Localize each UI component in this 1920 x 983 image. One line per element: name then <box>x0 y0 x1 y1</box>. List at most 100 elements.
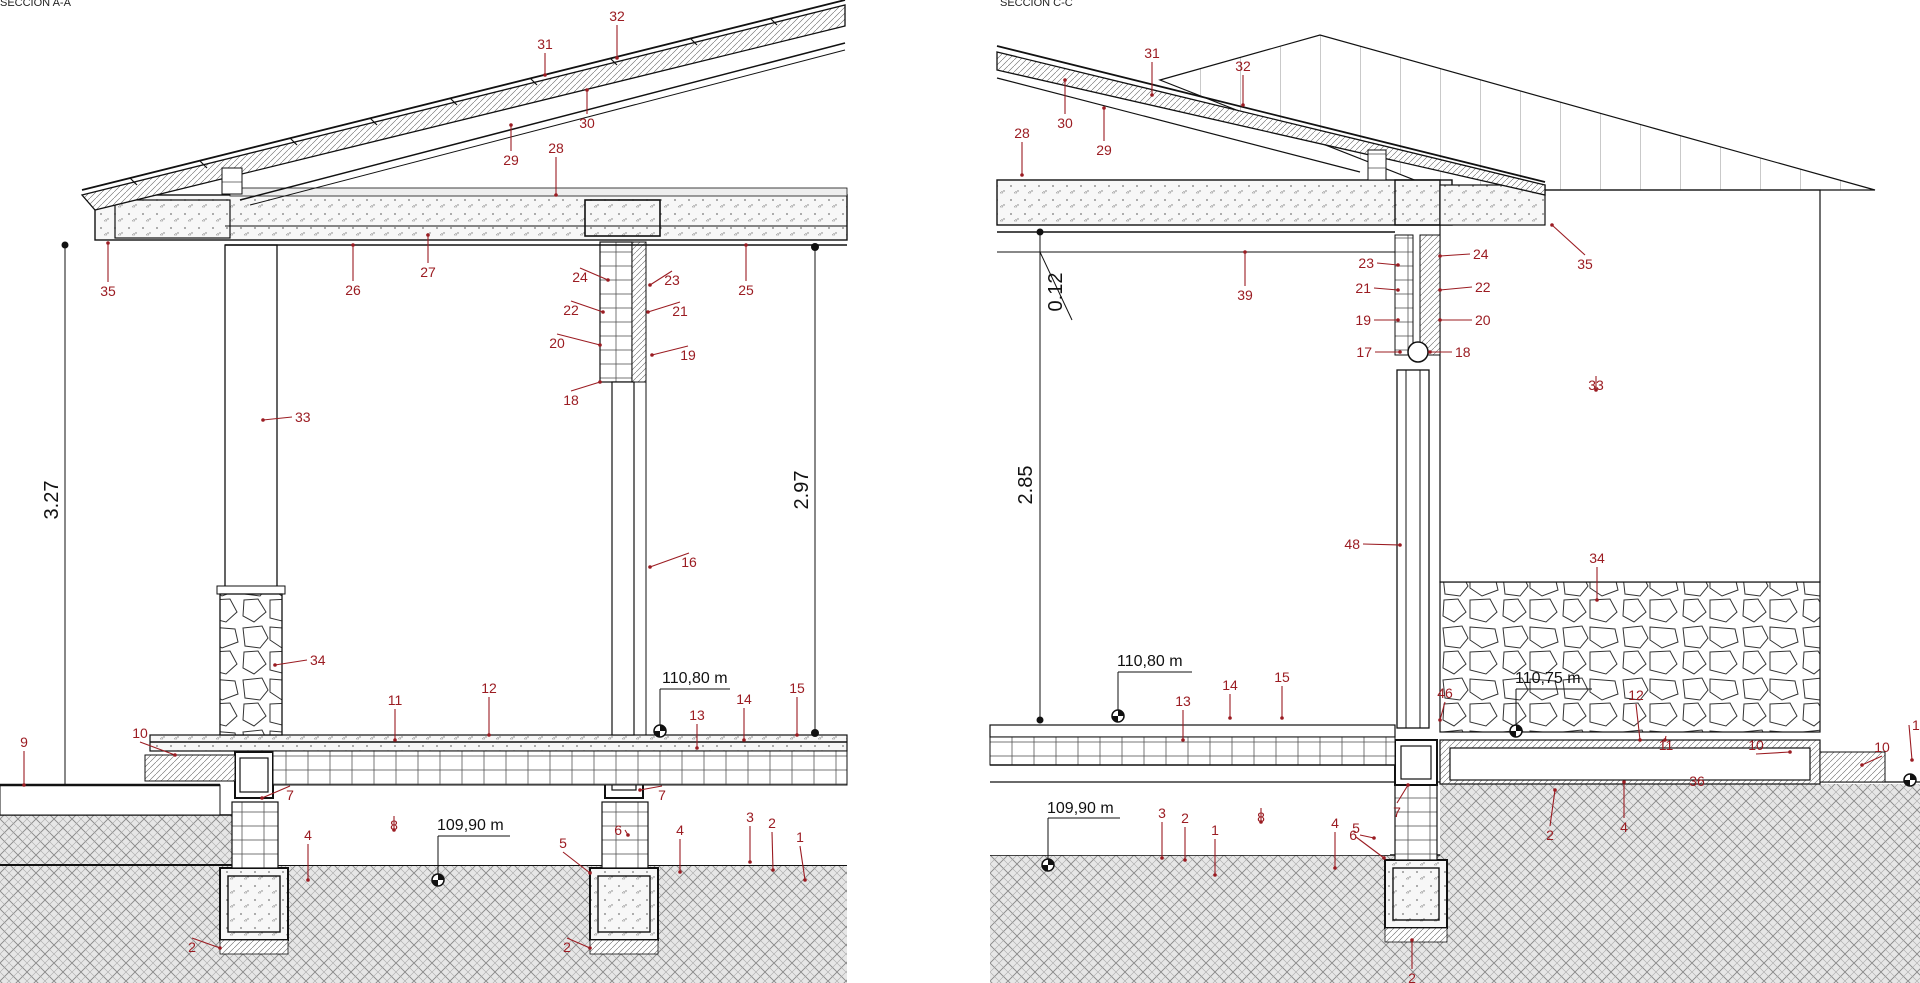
stone-wall-c <box>1439 581 1821 733</box>
level-marker-ground-c: 109,90 m <box>1047 800 1114 817</box>
callout-dot <box>1860 763 1864 767</box>
callout-dot <box>1228 716 1232 720</box>
step-curb <box>144 754 236 782</box>
callout-label: 32 <box>609 8 625 24</box>
floor-slab <box>149 734 848 752</box>
callout-label: 14 <box>736 691 752 707</box>
callout-dot <box>1398 543 1402 547</box>
section-c-title: SECCIÓN C-C <box>1000 0 1073 9</box>
callout-label: 34 <box>1589 550 1605 566</box>
callout-dot <box>218 946 222 950</box>
callout-label: 3 <box>1158 805 1166 821</box>
callout-leader <box>1359 834 1375 839</box>
callout-label: 30 <box>579 115 595 131</box>
door-frame-c <box>1396 369 1430 729</box>
callout-leader <box>649 552 690 568</box>
callout-label: 15 <box>1274 669 1290 685</box>
dimension-height-right: 2.97 <box>791 471 813 510</box>
callout-dot <box>1550 223 1554 227</box>
callout-leader <box>261 785 291 799</box>
callout-label: 7 <box>1393 804 1401 820</box>
callout-dot <box>393 738 397 742</box>
callout-leader <box>651 345 689 356</box>
callout-label: 6 <box>1349 827 1357 843</box>
callout-label: 36 <box>1689 773 1705 789</box>
callout-dot <box>273 663 277 667</box>
callout-leader <box>566 937 591 949</box>
dimension-height-left: 3.27 <box>41 481 63 520</box>
callout-leader <box>262 416 293 421</box>
callout-dot <box>1372 836 1376 840</box>
callout-dot <box>1438 288 1442 292</box>
callout-label: 23 <box>664 272 680 288</box>
callout-dot <box>1396 288 1400 292</box>
callout-dot <box>1663 738 1667 742</box>
callout-label: 31 <box>1144 45 1160 61</box>
callout-label: 2 <box>188 939 196 955</box>
callout-dot <box>426 233 430 237</box>
callout-leader <box>570 300 604 313</box>
callout-label: 14 <box>1222 677 1238 693</box>
callout-dot <box>509 123 513 127</box>
callout-leader <box>1439 253 1471 257</box>
callout-dot <box>1150 93 1154 97</box>
callout-leader <box>1439 286 1473 291</box>
section-c-c: SECCIÓN C-C <box>989 0 1920 983</box>
callout-label: 20 <box>549 335 565 351</box>
callout-leader <box>274 659 308 666</box>
dimension-height-c: 2.85 <box>1015 466 1037 505</box>
callout-label: 4 <box>304 827 312 843</box>
callout-leader <box>570 381 601 392</box>
callout-dot <box>543 73 547 77</box>
callout-dot <box>1160 856 1164 860</box>
callout-dot <box>261 418 265 422</box>
callout-label: 21 <box>1355 280 1371 296</box>
callout-dot <box>650 353 654 357</box>
callout-dot <box>795 733 799 737</box>
callout-dot <box>106 241 110 245</box>
callout-label: 4 <box>1331 815 1339 831</box>
callout-leader <box>1355 836 1385 859</box>
callout-label: 23 <box>1358 255 1374 271</box>
callout-dot <box>306 878 310 882</box>
stone-base-left <box>219 593 283 736</box>
callout-dot <box>626 833 630 837</box>
callout-leader <box>639 785 663 791</box>
roof-slope <box>80 4 846 211</box>
stem-wall-left <box>231 801 279 869</box>
callout-label: 5 <box>559 835 567 851</box>
callout-label: 10 <box>1748 737 1764 753</box>
callout-label: 30 <box>1057 115 1073 131</box>
footing-left <box>219 867 289 941</box>
column-left <box>224 244 278 591</box>
callout-label: 12 <box>1628 687 1644 703</box>
callout-dot <box>22 783 26 787</box>
callout-dot <box>1595 598 1599 602</box>
ground-soil-c <box>990 855 1920 983</box>
callout-label: 48 <box>1344 536 1360 552</box>
callout-label: 17 <box>1356 344 1372 360</box>
callout-dot <box>1396 263 1400 267</box>
callout-dot <box>1102 106 1106 110</box>
callout-dot <box>1638 738 1642 742</box>
callout-leader <box>799 845 806 881</box>
callout-label: 35 <box>100 283 116 299</box>
callout-leader <box>771 831 774 871</box>
callout-label: 2 <box>1181 810 1189 826</box>
callout-dot <box>260 796 264 800</box>
callout-label: 29 <box>1096 142 1112 158</box>
block-wall-c <box>1394 234 1414 356</box>
callout-leader <box>1373 287 1399 291</box>
callout-dot <box>648 283 652 287</box>
callout-dot <box>771 868 775 872</box>
callout-label: 24 <box>572 269 588 285</box>
callout-dot <box>601 310 605 314</box>
callout-label: 9 <box>20 734 28 750</box>
callout-dot <box>1280 716 1284 720</box>
callout-dot <box>598 380 602 384</box>
level-marker-ground: 109,90 m <box>437 817 504 834</box>
callout-label: 8 <box>390 817 398 833</box>
callout-label: 19 <box>680 347 696 363</box>
callout-dot <box>1406 783 1410 787</box>
